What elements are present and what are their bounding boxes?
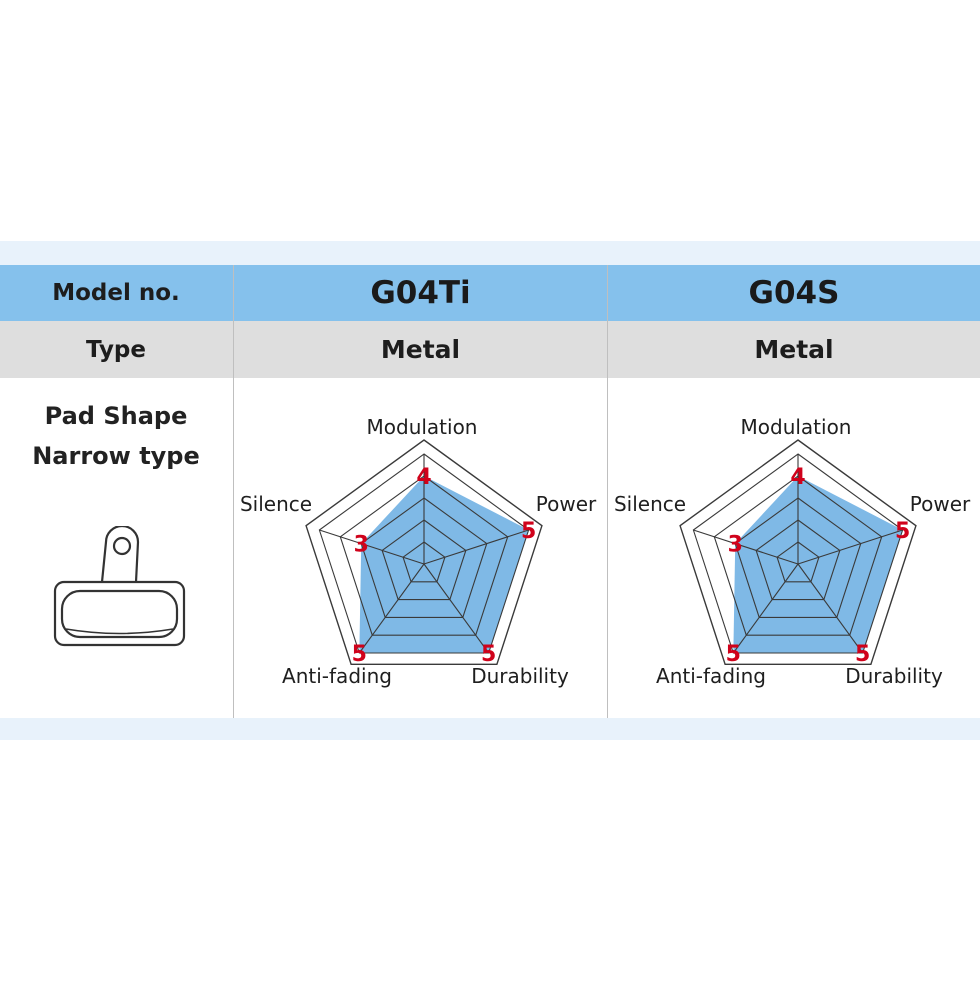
bottom-band	[0, 718, 980, 740]
value-label-modulation: 4	[416, 465, 431, 490]
value-label-durability: 5	[481, 642, 496, 667]
value-label-anti-fading: 5	[726, 642, 741, 667]
value-label-power: 5	[895, 519, 910, 544]
axis-label-silence: Silence	[614, 492, 686, 516]
radar-grid-ring	[381, 519, 467, 601]
axis-label-durability: Durability	[845, 664, 943, 688]
radar-spoke	[797, 529, 903, 565]
radar-grid-ring	[339, 475, 509, 636]
radar-series-area	[733, 476, 903, 653]
column-divider	[607, 265, 608, 718]
radar-grid-ring	[318, 453, 530, 654]
axis-label-anti-fading: Anti-fading	[282, 664, 392, 688]
model-g04s: G04S	[748, 275, 840, 311]
type-g04ti: Metal	[380, 335, 461, 364]
axis-label-power: Power	[536, 492, 597, 516]
radar-spoke	[693, 529, 799, 565]
axis-label-silence: Silence	[240, 492, 312, 516]
radar-spoke	[319, 529, 425, 565]
value-label-silence: 3	[354, 533, 369, 558]
radar-grid-ring	[692, 453, 904, 654]
radar-series-area	[359, 476, 529, 653]
type-g04s: Metal	[754, 335, 834, 364]
axis-label-modulation: Modulation	[367, 415, 478, 439]
radar-spoke	[358, 563, 425, 654]
axis-label-anti-fading: Anti-fading	[656, 664, 766, 688]
radar-grid-ring	[360, 497, 488, 618]
axis-label-modulation: Modulation	[741, 415, 852, 439]
top-band	[0, 241, 980, 265]
radar-spoke	[797, 563, 864, 654]
model-g04ti: G04Ti	[370, 275, 471, 311]
value-label-silence: 3	[728, 533, 743, 558]
header-row	[0, 265, 980, 321]
type-row	[0, 321, 980, 378]
radar-spoke	[732, 563, 799, 654]
pad-type-label: Narrow type	[32, 442, 200, 470]
model-no-label: Model no.	[52, 280, 180, 306]
radar-grid-ring	[755, 519, 841, 601]
radar-spoke	[423, 563, 490, 654]
column-divider	[233, 265, 234, 718]
radar-grid-ring	[402, 541, 446, 583]
value-label-power: 5	[521, 519, 536, 544]
radar-grid-ring	[776, 541, 820, 583]
axis-label-power: Power	[910, 492, 971, 516]
brake-pad-icon	[53, 526, 186, 647]
radar-grid-ring	[713, 475, 883, 636]
pad-shape-label: Pad Shape	[44, 402, 188, 430]
value-label-durability: 5	[855, 642, 870, 667]
type-label: Type	[85, 336, 146, 363]
axis-label-durability: Durability	[471, 664, 569, 688]
radar-spoke	[423, 529, 529, 565]
value-label-anti-fading: 5	[352, 642, 367, 667]
value-label-modulation: 4	[790, 465, 805, 490]
radar-grid-ring	[734, 497, 862, 618]
